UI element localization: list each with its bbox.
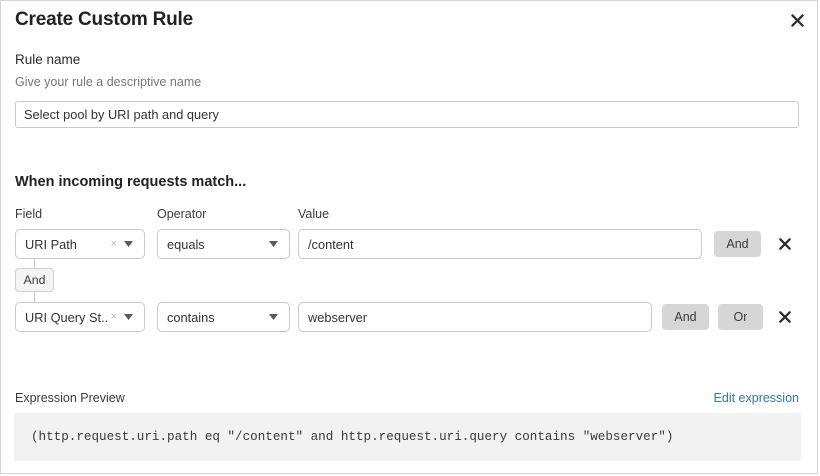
conditions-heading: When incoming requests match... xyxy=(15,174,247,190)
clear-icon[interactable]: × xyxy=(110,237,117,250)
clear-icon[interactable]: × xyxy=(110,310,117,323)
column-header-value: Value xyxy=(298,207,330,221)
add-and-condition-button-1[interactable]: And xyxy=(714,231,761,257)
expression-preview-code: (http.request.uri.path eq "/content" and… xyxy=(14,413,801,461)
operator-select-2[interactable]: contains xyxy=(157,302,290,332)
operator-select-1-value: equals xyxy=(167,236,205,252)
close-icon[interactable] xyxy=(786,9,808,31)
column-header-operator: Operator xyxy=(157,207,207,221)
field-select-1-value: URI Path xyxy=(25,236,77,252)
expression-preview-label: Expression Preview xyxy=(15,391,125,405)
rule-name-input[interactable] xyxy=(15,101,799,128)
remove-condition-button-2[interactable] xyxy=(774,306,796,328)
remove-condition-button-1[interactable] xyxy=(774,233,796,255)
rule-name-description: Give your rule a descriptive name xyxy=(15,75,202,89)
column-header-field: Field xyxy=(15,207,43,221)
operator-select-1[interactable]: equals xyxy=(157,229,290,259)
chevron-down-icon[interactable] xyxy=(124,314,133,320)
value-input-2[interactable] xyxy=(298,302,652,332)
add-and-condition-button-2[interactable]: And xyxy=(662,304,709,330)
page-title: Create Custom Rule xyxy=(15,9,193,30)
field-select-2-value: URI Query St... xyxy=(25,309,109,325)
add-or-condition-button-2[interactable]: Or xyxy=(718,304,763,330)
chevron-down-icon[interactable] xyxy=(269,241,278,247)
field-select-1[interactable]: URI Path × xyxy=(15,229,145,259)
operator-select-2-value: contains xyxy=(167,309,215,325)
value-input-1[interactable] xyxy=(298,229,702,259)
field-select-2[interactable]: URI Query St... × xyxy=(15,302,145,332)
connector-line-top xyxy=(34,259,35,269)
connector-line-bottom xyxy=(34,292,35,302)
chevron-down-icon[interactable] xyxy=(269,314,278,320)
group-connector-and[interactable]: And xyxy=(15,268,54,292)
chevron-down-icon[interactable] xyxy=(124,241,133,247)
edit-expression-link[interactable]: Edit expression xyxy=(713,391,799,405)
rule-name-label: Rule name xyxy=(15,52,81,67)
